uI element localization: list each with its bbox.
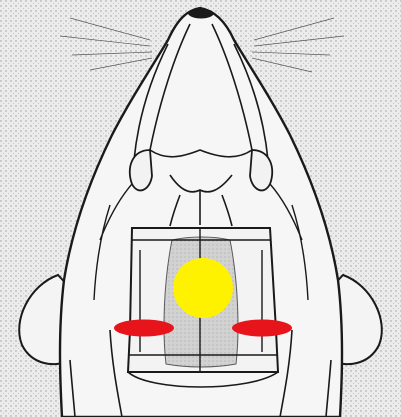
center-marker <box>173 258 233 318</box>
left-marker <box>114 320 174 337</box>
right-marker <box>232 320 292 337</box>
